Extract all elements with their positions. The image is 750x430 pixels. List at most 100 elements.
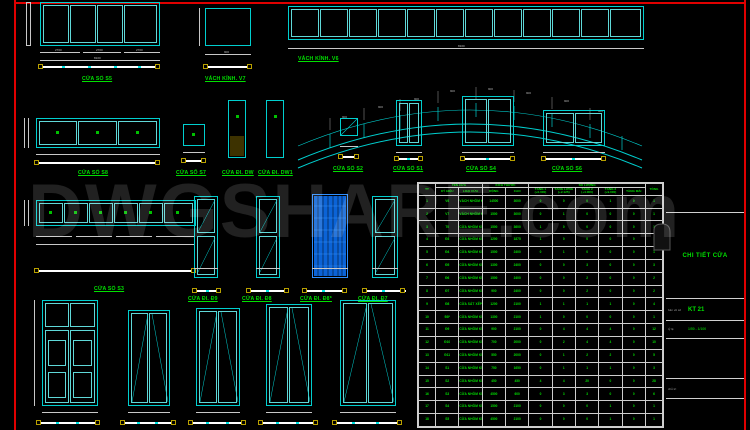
- cell-t2: 1: [574, 361, 600, 376]
- svg-text:900: 900: [342, 115, 347, 119]
- cell-rong: 4500: [481, 387, 507, 402]
- cell-t2: 2: [574, 271, 600, 286]
- cell-t1: 0: [528, 400, 553, 415]
- svg-text:900: 900: [564, 99, 569, 103]
- cell-loai: CỬA NHÔM KÍNH: [458, 387, 483, 402]
- cell-t2: 0: [574, 233, 600, 248]
- cell-t3: 0: [598, 374, 623, 389]
- cell-tong: 12: [644, 323, 664, 337]
- cell-stt: 15: [417, 374, 437, 389]
- cell-cao: 2100: [505, 323, 530, 337]
- cell-cao: 2100: [505, 400, 530, 415]
- cell-stt: 9: [417, 297, 437, 312]
- sheet-scale-row: tỷ lệ 1/50 - 1/100: [666, 322, 744, 336]
- cell-loai: CỬA NHÔM KÍNH: [458, 335, 483, 350]
- cell-kh: T0: [435, 220, 460, 235]
- th-tanglung: TẦNG LỬNG (+2.125): [551, 187, 576, 196]
- label-vach-kinh-v7: VÁCH KÍNH. V7: [205, 76, 246, 82]
- cell-cao: 2000: [505, 348, 530, 363]
- cell-t2: 3: [574, 387, 600, 402]
- table-header-row: KÝ HIỆU LOẠI CỬA RỘNG CAO TẦNG 1 (+0.000…: [419, 187, 663, 196]
- cell-stt: 18: [417, 413, 437, 427]
- svg-text:900: 900: [378, 105, 383, 109]
- cell-t3: 4: [598, 335, 623, 350]
- cell-tm: 0: [621, 246, 646, 260]
- cell-t3: 0: [598, 207, 623, 222]
- th-stt: TT: [417, 183, 437, 196]
- cell-kh: Đ6: [435, 271, 460, 286]
- label-cua-di-d9: CỬA ĐI. Đ9: [188, 296, 218, 302]
- label-cua-so-s7: CỬA SỐ S7: [176, 170, 207, 176]
- cell-t1: 1: [528, 220, 553, 235]
- cell-tl: 0: [551, 284, 576, 299]
- label-cua-di-dw1: CỬA ĐI. DW1: [258, 170, 293, 176]
- cell-tm: 0: [621, 233, 646, 248]
- cell-t3: 4: [598, 323, 623, 337]
- cell-tong: 2: [644, 284, 664, 299]
- cell-cao: 3000: [505, 207, 530, 222]
- cell-tl: 1: [551, 297, 576, 312]
- cell-tong: 2: [644, 271, 664, 286]
- cell-t1: 0: [528, 284, 553, 299]
- cell-kh: Đ10: [435, 335, 460, 350]
- dim-s5-a: 2700: [55, 48, 62, 52]
- sheet-title-text: CHI TIẾT CỬA: [682, 253, 728, 259]
- cell-loai: CỬA NHÔM KÍNH: [458, 220, 483, 235]
- cell-rong: 1500: [481, 400, 507, 415]
- cell-rong: 700: [481, 335, 507, 350]
- cell-cao: 1650: [505, 361, 530, 376]
- cell-kh: Đ5: [435, 258, 460, 273]
- cell-cao: 2400: [505, 284, 530, 299]
- cell-tm: 0: [621, 413, 646, 427]
- cell-t3: 0: [598, 284, 623, 299]
- label-cua-so-s5: CỬA SỔ S5: [82, 76, 113, 82]
- cell-t2: 1: [574, 297, 600, 312]
- cell-kh: S1: [435, 361, 460, 376]
- dim-s5-b: 2700: [96, 48, 103, 52]
- cell-stt: 17: [417, 400, 437, 415]
- th-tanglung-name: TẦNG LỬNG: [554, 187, 574, 192]
- cell-rong: 1500: [481, 207, 507, 222]
- cell-tm: 0: [621, 323, 646, 337]
- svg-text:900: 900: [488, 87, 493, 91]
- th-tang2-name: TẦNG 2: [581, 187, 593, 192]
- label-cua-so-s1: CỬA SỔ S1: [393, 166, 424, 172]
- cell-tong: 1: [644, 413, 664, 427]
- title-block: CHI TIẾT CỬA bản vẽ số KT 21 tỷ lệ 1/50 …: [653, 182, 744, 430]
- th-rong: RỘNG: [481, 187, 507, 196]
- th-cao: CAO: [505, 187, 530, 196]
- svg-text:900: 900: [414, 97, 419, 101]
- cell-kh: S4: [435, 400, 460, 415]
- cell-stt: 7: [417, 271, 437, 286]
- svg-text:900: 900: [526, 91, 531, 95]
- cell-t3: 1: [598, 194, 623, 209]
- cell-tl: 0: [551, 233, 576, 248]
- label-cua-di-dw: CỬA ĐI. DW: [222, 170, 254, 176]
- cell-rong: 1200: [481, 233, 507, 248]
- cell-t3: 2: [598, 348, 623, 363]
- dim-s5-c: 2700: [136, 48, 143, 52]
- cell-cao: 2400: [505, 246, 530, 260]
- cell-loai: CỬA SẮT XẾP: [458, 297, 483, 312]
- th-tang3-level: (+9.000): [604, 190, 617, 195]
- sheet-footer-label: chủ trì: [668, 387, 677, 391]
- cell-stt: 4: [417, 233, 437, 248]
- cell-t1: 0: [528, 413, 553, 427]
- cell-t2: 4: [574, 335, 600, 350]
- dim-v7: 900: [224, 50, 230, 54]
- label-cua-di-d7: CỬA ĐI. Đ7: [358, 296, 388, 302]
- cell-tong: 1: [644, 194, 664, 209]
- cell-stt: 1: [417, 194, 437, 209]
- cell-tl: 0: [551, 271, 576, 286]
- sheet-border-left: [14, 0, 16, 430]
- dim-long-wall: 8100: [458, 44, 465, 48]
- cell-loai: VÁCH NHÔM KÍNH: [458, 194, 483, 209]
- cell-loai: CỬA NHÔM KÍNH: [458, 258, 483, 273]
- cell-rong: 1300: [481, 310, 507, 325]
